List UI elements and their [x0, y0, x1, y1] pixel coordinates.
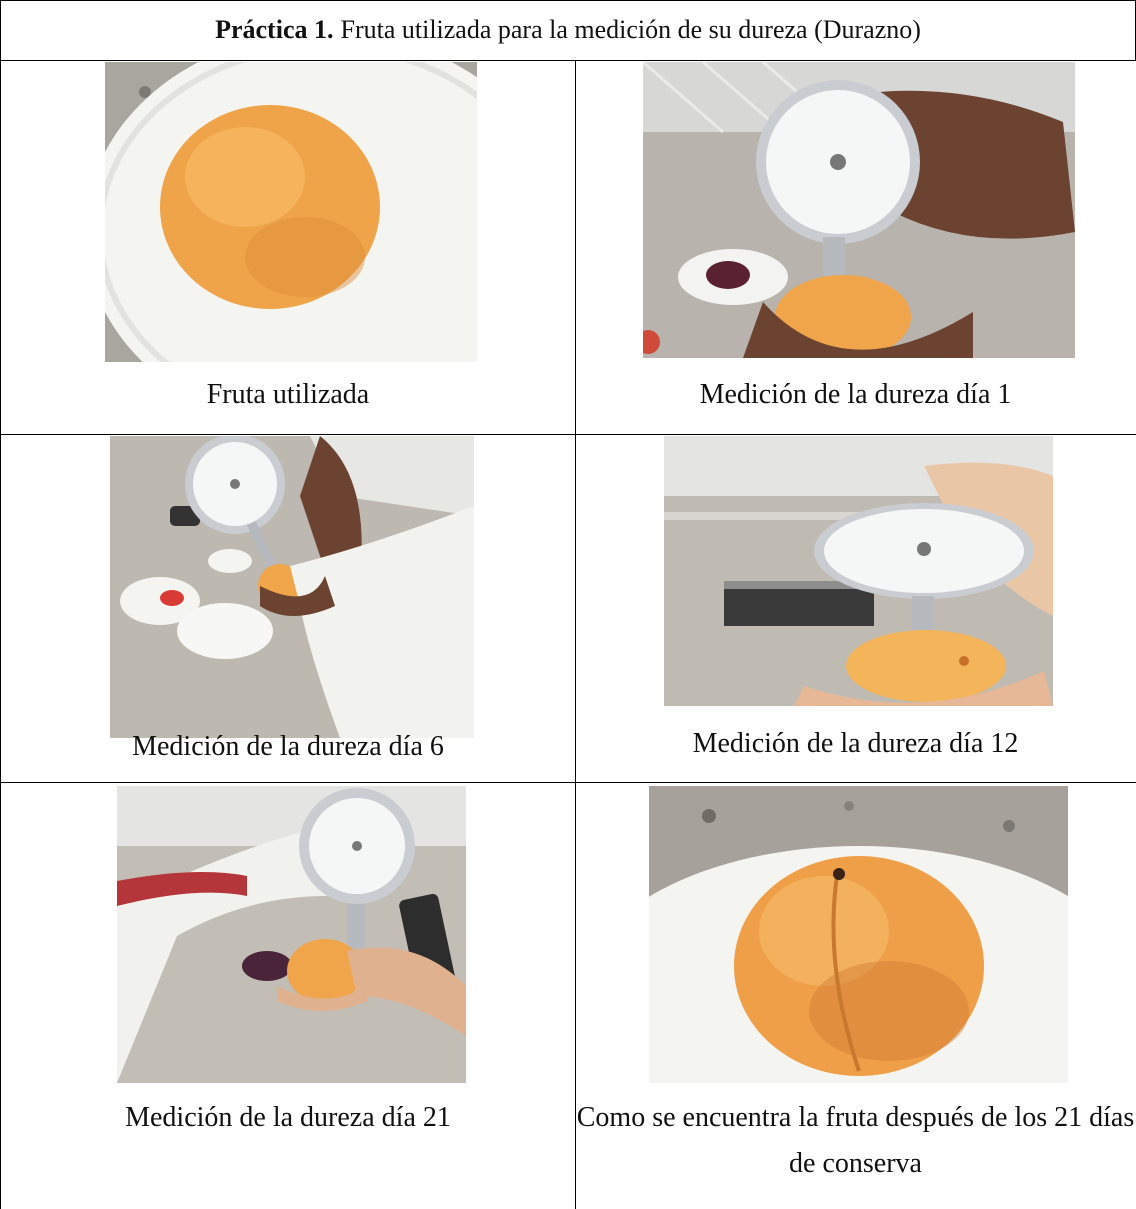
table-border-top	[0, 0, 1136, 1]
caption-hardness-day-1: Medición de la dureza día 1	[699, 379, 1012, 410]
table-rule-title	[0, 60, 1136, 61]
title-text: Fruta utilizada para la medición de su d…	[340, 15, 921, 44]
caption-hardness-day-21: Medición de la dureza día 21	[125, 1102, 451, 1133]
photo-fruit-used	[105, 62, 477, 362]
caption-hardness-day-12: Medición de la dureza día 12	[692, 728, 1019, 759]
photo-hardness-day-12	[664, 436, 1053, 706]
caption-fruit-used: Fruta utilizada	[206, 379, 370, 410]
photo-hardness-day-21	[117, 786, 466, 1083]
caption-fruit-after-21-days: Como se encuentra la fruta después de lo…	[576, 1102, 1135, 1179]
table-divider-middle	[575, 60, 576, 1209]
table-rule-row1	[0, 434, 1136, 435]
table-rule-row2	[0, 782, 1136, 783]
table-title: Práctica 1. Fruta utilizada para la medi…	[0, 0, 1136, 60]
title-bold: Práctica 1.	[215, 15, 334, 44]
caption-hardness-day-6: Medición de la dureza día 6	[132, 731, 444, 762]
photo-hardness-day-1	[643, 62, 1075, 358]
table-border-left	[0, 0, 1, 1209]
photo-hardness-day-6	[110, 436, 474, 738]
photo-fruit-after-21-days	[649, 786, 1068, 1083]
